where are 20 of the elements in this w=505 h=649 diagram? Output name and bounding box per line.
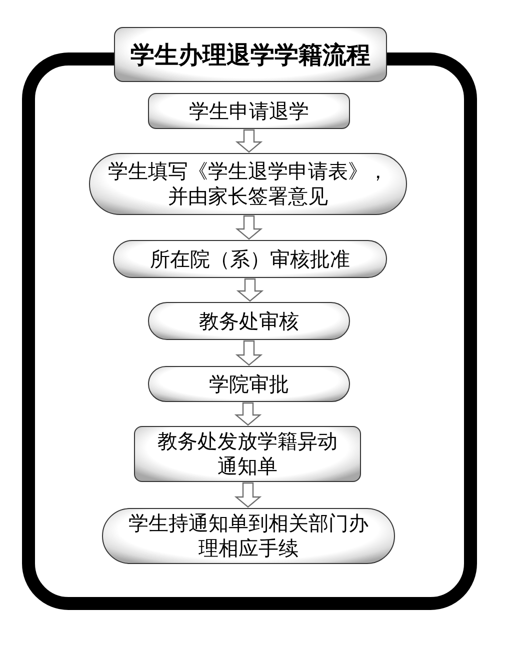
step-label: 学生申请退学 [189,98,309,124]
step-label: 教务处发放学籍异动通知单 [156,429,338,479]
block-arrow [236,278,264,302]
step-label: 教务处审核 [199,308,299,334]
rounded-process-box [148,302,350,340]
process-box [134,426,361,482]
block-arrow [234,402,262,426]
step-label: 学生持通知单到相关部门办理相应手续 [128,511,370,561]
title-banner [114,27,387,82]
rounded-process-box [113,240,387,278]
block-arrow [235,215,263,240]
step-label: 学院审批 [209,372,289,396]
block-arrow [235,129,263,153]
block-arrow [235,340,263,366]
process-box [148,93,350,129]
title-text: 学生办理退学学籍流程 [130,40,370,70]
step-label: 学生填写《学生退学申请表》，并由家长签署意见 [107,159,389,209]
step-label: 所在院（系）审核批准 [150,246,350,272]
block-arrow [234,482,262,508]
rounded-process-box [148,366,350,402]
